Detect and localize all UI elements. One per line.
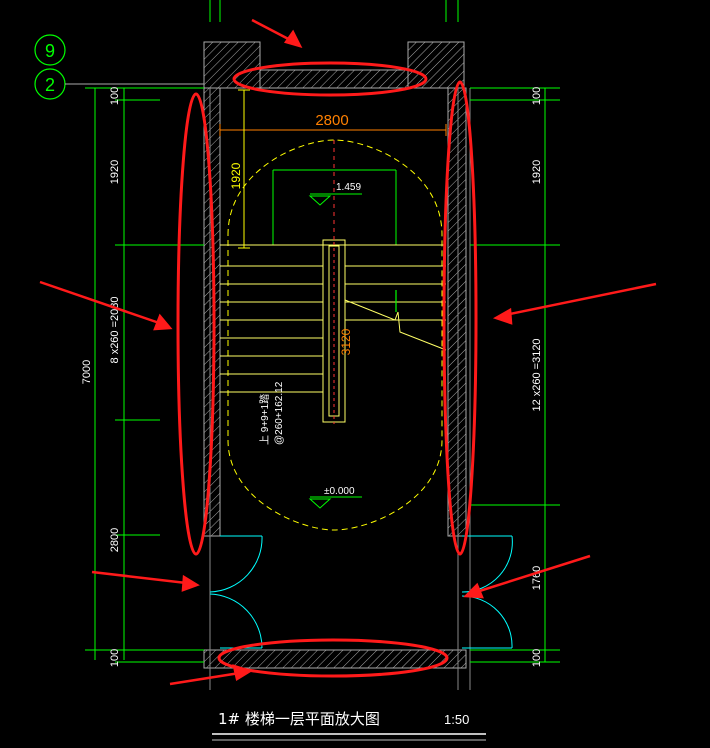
inner-width-dimension: [219, 124, 447, 136]
left-dim-100-bottom: 100: [109, 649, 121, 667]
axis-bubble-bottom: 2: [34, 68, 66, 100]
flight-length-label: 3120: [339, 328, 353, 355]
axis-bubble-top: 9: [34, 34, 66, 66]
top-grid-stubs: [209, 0, 459, 22]
left-dim-flight: 8 x260 =2080: [109, 297, 121, 364]
wall-outlines: [209, 88, 471, 690]
landing-depth-label: 1920: [229, 162, 243, 189]
level-landing-text: 1.459: [336, 182, 361, 193]
door-left: [209, 535, 263, 649]
red-arrows: [39, 18, 657, 686]
left-dim-total: 7000: [81, 360, 93, 384]
drawing-title-block: 1# 楼梯一层平面放大图 1:50: [212, 710, 486, 741]
axis-label-bottom: 2: [45, 75, 55, 95]
left-dim-1920: 1920: [109, 160, 121, 184]
inner-width-label: 2800: [315, 112, 348, 129]
right-dim-flight: 12 x260 =3120: [531, 338, 543, 411]
travel-path-dashed: [227, 139, 443, 531]
level-marker-landing: 1.459: [308, 182, 362, 206]
right-dim-100-bottom: 100: [531, 649, 543, 667]
walls: [203, 41, 467, 669]
red-annotations: [176, 61, 478, 678]
landing-frame: [272, 169, 397, 245]
right-dim-1760: 1760: [531, 566, 543, 590]
right-dim-100-top: 100: [531, 87, 543, 105]
left-dim-2800: 2800: [109, 528, 121, 552]
drawing-scale: 1:50: [444, 712, 469, 727]
level-floor-text: ±0.000: [324, 486, 355, 497]
stair-treads: [220, 244, 446, 393]
right-dim-1920: 1920: [531, 160, 543, 184]
break-line: [344, 299, 447, 351]
stair-note-line2: @260+162.12: [274, 381, 285, 445]
landing-depth-dimension: [238, 89, 250, 249]
axis-label-top: 9: [45, 41, 55, 61]
stair-note-line1: 上 9+9+1踏: [258, 394, 271, 445]
left-dimension-chain: [85, 87, 204, 663]
drawing-title: 1# 楼梯一层平面放大图: [218, 710, 380, 728]
level-marker-floor: ±0.000: [308, 486, 362, 509]
right-dimension-chain: [470, 87, 560, 663]
left-dim-100-top: 100: [109, 87, 121, 105]
